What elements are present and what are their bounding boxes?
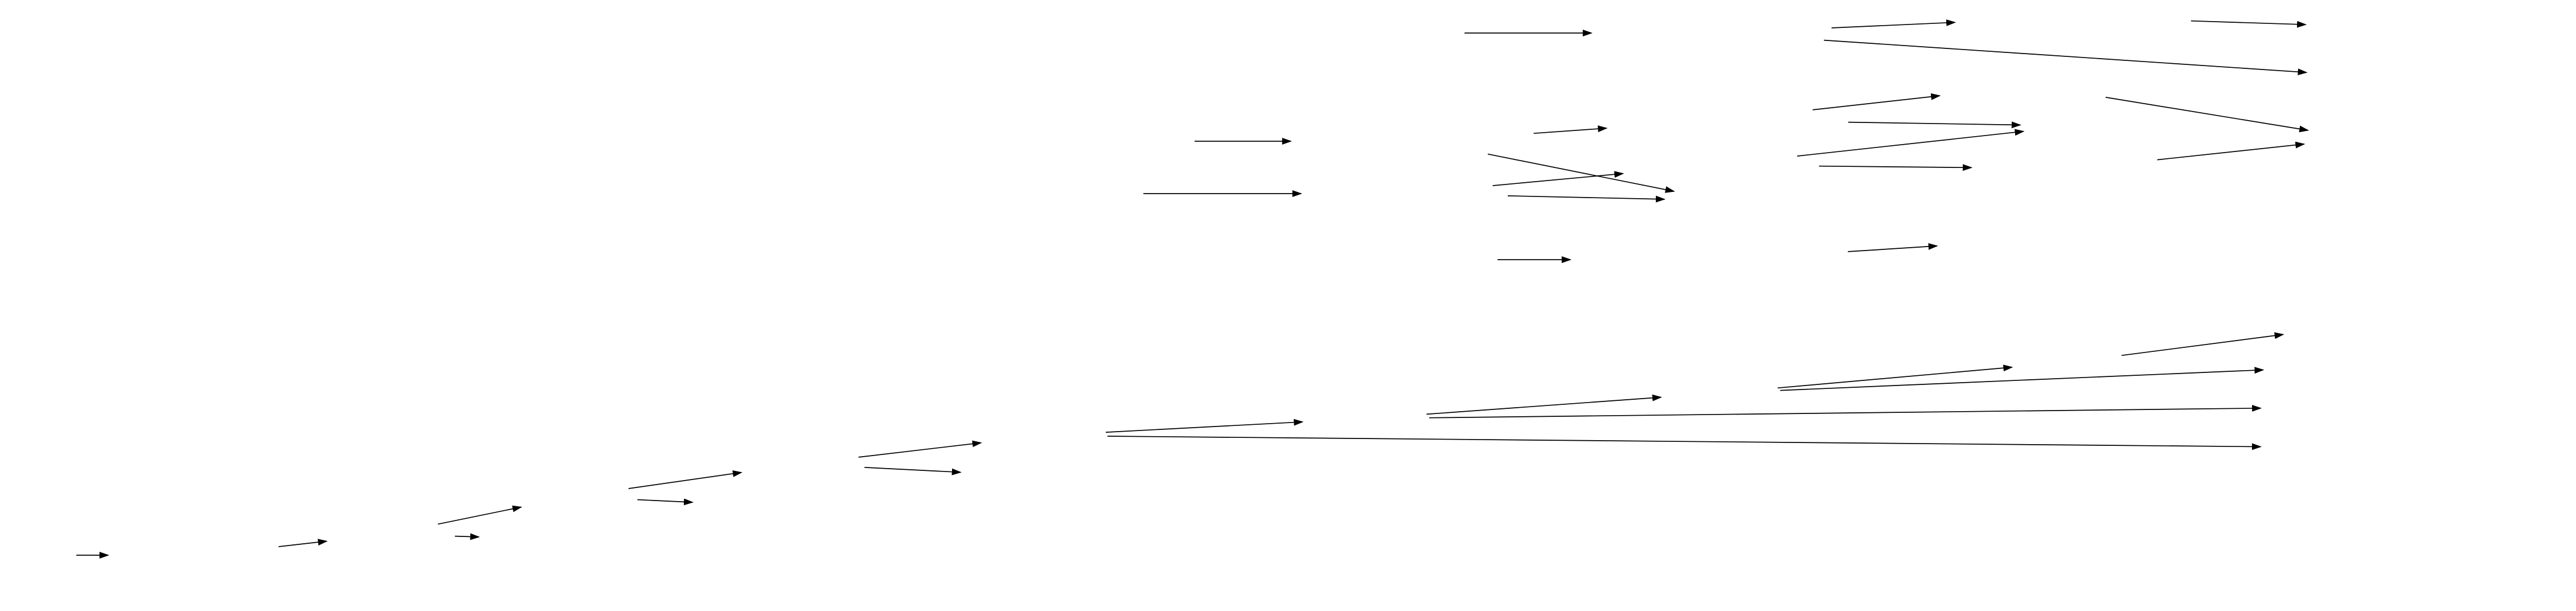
edge-simplify_vw_z12-to-simplify_vw_z11 [628, 470, 743, 489]
edge-ne_50m_glaciated_areas_gen_z2-to-landcover_z2 [2157, 141, 2306, 161]
edge-ne_110m_glaciated_areas_gen_z1-to-landcover_z1 [1824, 39, 2308, 76]
edge-simplify_vw_z8-to-simplify_vw_z7 [1777, 364, 2013, 389]
edge-ne_50m_antarctic_ice_shelves_polys_gen_z4-to-landcover_z4 [1487, 153, 1675, 193]
edge-ne_50m_glaciated_areas_gen_z4-to-landcover_z4 [1507, 195, 1666, 203]
edge-ne_10m_antarctic_ice_shelves_polys_gen_z6-to-ne_10m_antarctic_ice_shelves_polys_gen_z5 [1848, 243, 1938, 252]
edge-simplify_vw_z13-to-simplify_vw_z12 [437, 505, 523, 525]
edge-layer [76, 19, 2310, 559]
edge-simplify_vw_z8-to-osm_landcover_gen_z8 [1780, 367, 2265, 391]
edge-simplify_vw_z13-to-osm_landcover_gen_z13 [454, 533, 480, 540]
edge-simplify_vw_z11-to-osm_landcover_gen_z11 [864, 466, 962, 475]
edge-ne_50m_glaciated_areas_gen_z4-to-ne_50m_glaciated_areas_gen_z3 [1492, 171, 1625, 186]
edge-ne_110m_glaciated_areas_gen_z0-to-landcover_z0 [2191, 20, 2307, 28]
edge-simplify_vw_z9-to-osm_landcover_gen_z9 [1429, 405, 2262, 419]
edge-ne_110m_glaciated_areas_gen_z1-to-ne_110m_glaciated_areas_gen_z0 [1831, 19, 1956, 28]
edge-ne_50m_glaciated_areas_gen_z3-to-ne_50m_glaciated_areas_gen_z2 [1819, 164, 1973, 171]
edge-ne_50m_antarctic_ice_shelves_polys_gen_z4-to-ne_50m_antarctic_ice_shelves_polys_gen_z3 [1533, 125, 1608, 134]
edge-simplify_vw_z9-to-simplify_vw_z8 [1426, 394, 1662, 415]
edge-simplify_vw_z7-to-osm_landcover_gen_z7 [2121, 332, 2284, 356]
edge-ne_50m_antarctic_ice_shelves_polys_gen_z2-to-landcover_z2 [2105, 97, 2310, 133]
edge-simplify_vw_z10-to-osm_landcover_gen_z10 [1107, 436, 2262, 450]
edge-ne_50m_antarctic_ice_shelves_polys_gen_z3-to-ne_50m_antarctic_ice_shelves_polys_gen_z2 [1812, 93, 1941, 110]
edge-simplify_vw_z12-to-osm_landcover_gen_z12 [637, 498, 694, 506]
edge-simplify_vw_z10-to-simplify_vw_z9 [1105, 419, 1304, 433]
edge-ne_50m_glaciated_areas_gen_z3-to-landcover_z3 [1797, 129, 2025, 157]
edge-simplify_vw_z11-to-simplify_vw_z10 [858, 440, 982, 458]
edge-ne_50m_antarctic_ice_shelves_polys_gen_z3-to-landcover_z3 [1848, 121, 2021, 129]
edge-osm_landcover_polygon-to-simplify_vw_z13 [278, 539, 328, 547]
